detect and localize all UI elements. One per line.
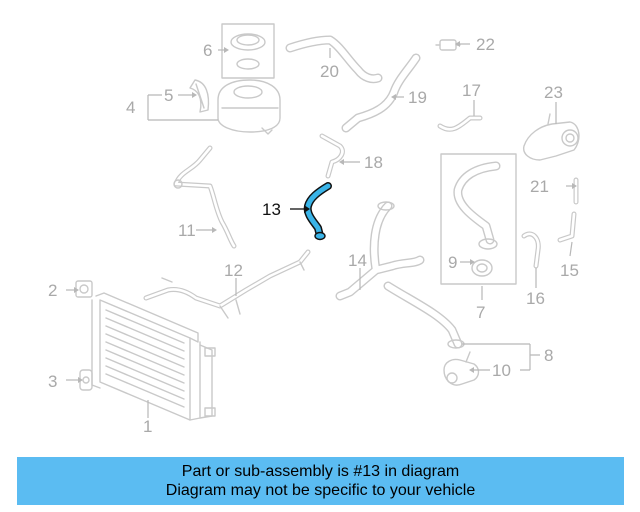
hose-part-17[interactable] [437, 115, 483, 132]
housing-part-10[interactable] [443, 351, 480, 386]
hose-part-18[interactable] [319, 133, 345, 179]
callout-2: 2 [48, 281, 57, 300]
hose-group-part-7[interactable] [440, 153, 517, 285]
callout-5: 5 [164, 86, 173, 105]
expansion-tank-part-4[interactable] [217, 79, 281, 135]
callout-11: 11 [178, 221, 196, 240]
callout-18: 18 [364, 153, 383, 172]
callout-labels: 6 5 4 11 12 2 3 1 20 19 18 22 17 23 21 1… [48, 35, 579, 436]
callout-6: 6 [203, 41, 212, 60]
callout-10: 10 [492, 361, 511, 380]
callout-7: 7 [476, 303, 485, 322]
hose-clamp-part-5[interactable] [189, 79, 210, 113]
hose-part-14[interactable] [335, 201, 465, 349]
clamp-part-9[interactable] [471, 259, 493, 277]
callout-12: 12 [224, 261, 243, 280]
hose-part-19[interactable] [341, 53, 421, 133]
cap-part-6[interactable] [221, 23, 275, 79]
hose-part-11[interactable] [173, 145, 237, 249]
callout-22: 22 [476, 35, 495, 54]
callout-15: 15 [560, 261, 579, 280]
callout-23: 23 [544, 83, 563, 102]
hose-part-15[interactable] [557, 211, 577, 243]
bracket-part-2[interactable] [75, 280, 93, 298]
flange-part-23[interactable] [523, 113, 580, 161]
banner-line-1: Part or sub-assembly is #13 in diagram [181, 463, 460, 480]
callout-16: 16 [526, 289, 545, 308]
callout-9: 9 [448, 253, 457, 272]
callout-13-arrow [290, 205, 310, 213]
callout-8: 8 [544, 346, 553, 365]
hose-part-16[interactable] [521, 231, 541, 269]
hose-part-20[interactable] [285, 35, 383, 84]
pipe-part-12[interactable] [143, 249, 311, 319]
callout-arrowheads [74, 41, 577, 383]
callout-14: 14 [348, 251, 367, 270]
callout-3: 3 [48, 372, 57, 391]
callout-20: 20 [320, 62, 339, 81]
callout-19: 19 [408, 88, 427, 107]
hose-part-13-highlighted[interactable] [303, 182, 332, 241]
sensor-part-22[interactable] [435, 39, 461, 51]
callout-4: 4 [126, 98, 135, 117]
callout-21: 21 [530, 177, 549, 196]
callout-13: 13 [262, 200, 281, 219]
callout-17: 17 [462, 81, 481, 100]
callout-1: 1 [143, 417, 152, 436]
callout-leaders [66, 43, 574, 418]
info-banner: Part or sub-assembly is #13 in diagram D… [17, 457, 624, 505]
radiator-part-1[interactable] [91, 292, 216, 421]
banner-line-2: Diagram may not be specific to your vehi… [165, 482, 476, 499]
